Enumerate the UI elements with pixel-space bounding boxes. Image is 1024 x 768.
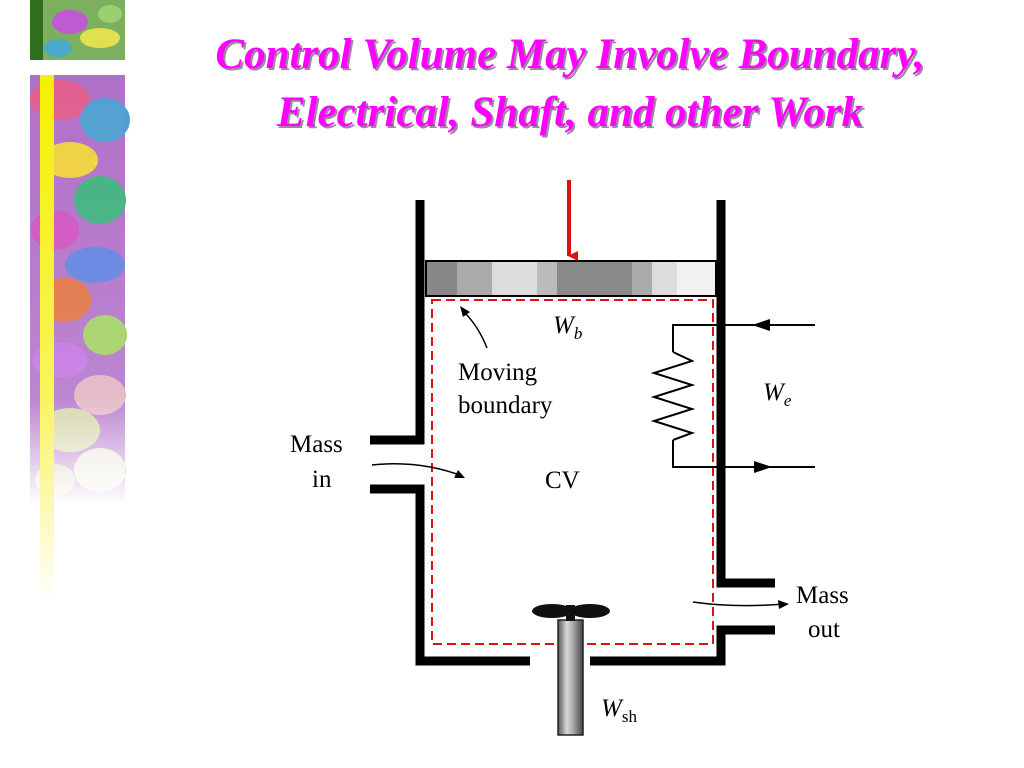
cv-label: CV	[545, 467, 580, 494]
we-label: We	[763, 379, 792, 410]
wsh-label: Wsh	[601, 695, 637, 726]
moving-boundary-label-2: boundary	[458, 392, 553, 419]
container-walls	[370, 200, 775, 666]
left-wall	[370, 200, 425, 445]
title-line-1: Control Volume May Involve Boundary,	[215, 31, 925, 78]
mass-in-label-1: Mass	[290, 431, 343, 458]
right-wall-lower	[590, 625, 775, 666]
cv-boundary	[431, 299, 714, 645]
right-wall	[716, 200, 775, 588]
decorative-sidebar	[30, 0, 130, 605]
mass-out-label-1: Mass	[796, 582, 849, 609]
shaft	[532, 604, 610, 736]
electric-arrow-in	[752, 319, 770, 331]
electric-arrow-out	[754, 461, 772, 473]
wb-label: Wb	[553, 312, 582, 343]
sidebar-yellow-bar	[40, 75, 54, 605]
mass-out-label-2: out	[808, 616, 840, 643]
title-line-2: Electrical, Shaft, and other Work	[276, 89, 864, 136]
moving-boundary-pointer	[461, 309, 488, 349]
mass-out-arrow	[692, 601, 786, 607]
slide-title: Control Volume May Involve Boundary, Ele…	[130, 26, 1010, 142]
left-wall-lower	[370, 484, 530, 666]
mass-in-arrow	[371, 463, 463, 477]
moving-boundary-label-1: Moving	[458, 359, 538, 386]
piston	[425, 260, 717, 297]
mass-in-label-2: in	[312, 466, 332, 493]
